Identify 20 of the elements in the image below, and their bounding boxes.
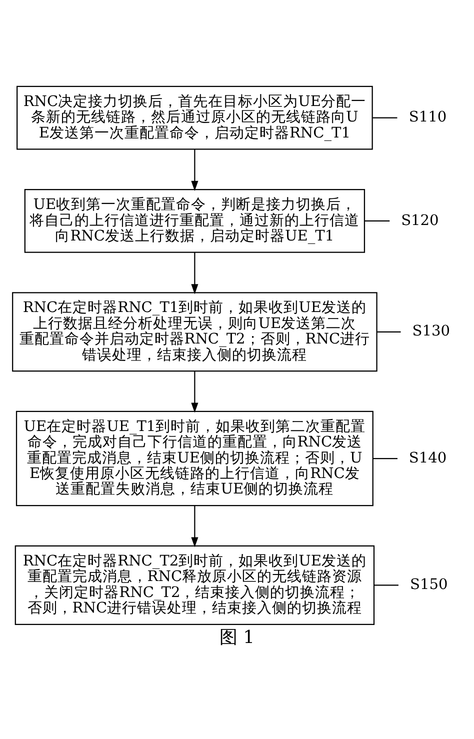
- arrow: [191, 252, 198, 294]
- node-box: UE在定时器UE_T1到时前，如果收到第二次重配置命令，完成对自己下行信道的重配置，向RNC发送重配置完成消息，结束UE侧的切换流程；否则，UE恢复使用原小区无线链路的上行信道，向RNC发送重配置失败消息，结束UE侧的切换流程: [16, 410, 374, 506]
- connector: [377, 330, 401, 332]
- node-box: UE收到第一次重配置命令，判断是接力切换后，将自己的上行信道进行重配置，通过新的上行信道向RNC发送上行数据，启动定时器UE_T1: [24, 188, 366, 252]
- node-text: S130: [412, 322, 450, 340]
- node-box: RNC决定接力切换后，首先在目标小区为UE分配一条新的无线链路，然后通过原小区的无线链路向UE发送第一次重配置命令，启动定时器RNC_T1: [16, 85, 373, 150]
- node-text: S110: [408, 108, 447, 126]
- connector: [374, 584, 398, 586]
- arrow: [191, 505, 198, 547]
- arrow: [191, 370, 198, 412]
- node-box: RNC在定时器RNC_T2到时前，如果收到UE发送的重配置完成消息，RNC释放原小区的无线链路资源，关闭定时器RNC_T2，结束接入侧的切换流程；否则，RNC进行错误处理，结束接入侧的切换流程: [14, 544, 375, 624]
- arrow: [191, 148, 198, 190]
- caption: 图 1: [219, 626, 255, 648]
- node-text: S150: [410, 575, 448, 592]
- node-box: RNC在定时器RNC_T1到时前，如果收到UE发送的上行数据且经分析处理无误，则向UE发送第二次重配置命令并启动定时器RNC_T2；否则，RNC进行错误处理，结束接入侧的切换流程: [12, 292, 378, 372]
- connector: [372, 116, 398, 118]
- connector: [373, 457, 398, 459]
- node-text: S140: [408, 448, 447, 466]
- connector: [364, 220, 390, 222]
- node-text: S120: [401, 211, 439, 228]
